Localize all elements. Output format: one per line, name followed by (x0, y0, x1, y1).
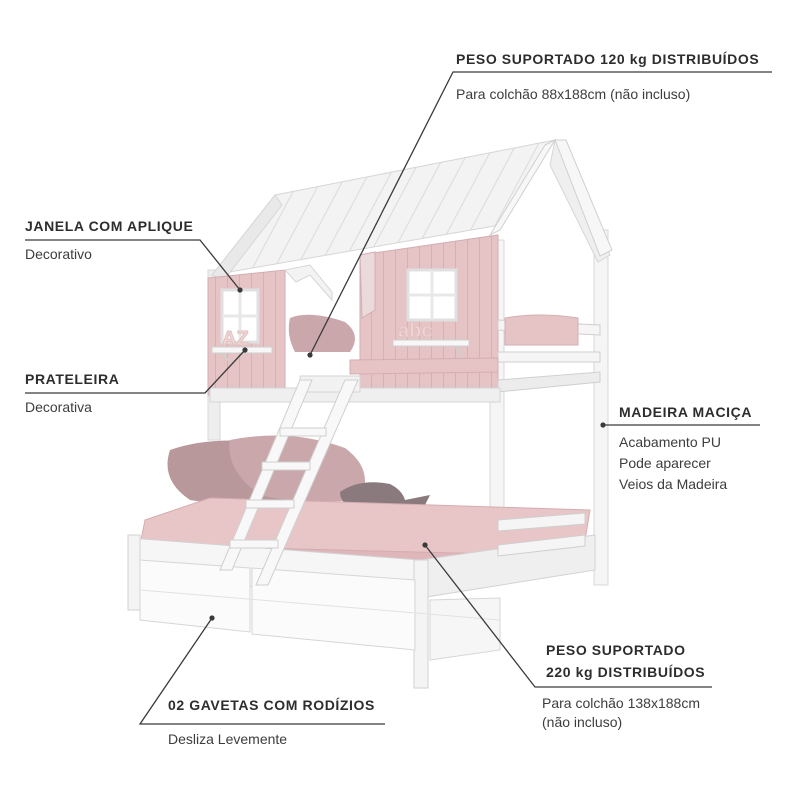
window-right (406, 268, 458, 322)
callout-bottom-weight-title-2: 220 kg DISTRIBUÍDOS (546, 664, 706, 680)
callout-shelf-line-1: Decorativa (25, 399, 92, 415)
decor-letters-left: AZ (222, 328, 249, 350)
callout-wood-title: MADEIRA MACIÇA (619, 404, 753, 420)
callout-wood-line-3: Veios da Madeira (619, 476, 728, 492)
callout-wood-line-2: Pode aparecer (619, 455, 711, 471)
window-left (220, 288, 260, 344)
callout-drawers-title: 02 GAVETAS COM RODÍZIOS (168, 697, 375, 713)
decor-letters-right: abc (398, 320, 432, 342)
upper-pillow (288, 314, 355, 352)
callout-top-weight-title: PESO SUPORTADO 120 kg DISTRIBUÍDOS (456, 51, 760, 67)
callout-window-line-1: Decorativo (25, 246, 92, 262)
callout-window-title: JANELA COM APLIQUE (25, 218, 194, 234)
callout-top-weight-line-1: Para colchão 88x188cm (não incluso) (456, 86, 691, 102)
callout-drawers-line-1: Desliza Levemente (168, 731, 288, 747)
callout-bottom-weight-line-1: Para colchão 138x188cm (542, 695, 700, 711)
ladder (219, 379, 359, 586)
upper-bed-base (209, 387, 501, 403)
callout-wood-line-1: Acabamento PU (619, 434, 721, 450)
callout-shelf-title: PRATELEIRA (25, 371, 120, 387)
callout-bottom-weight-title-1: PESO SUPORTADO (546, 642, 686, 658)
callout-bottom-weight-line-2: (não incluso) (542, 714, 623, 730)
